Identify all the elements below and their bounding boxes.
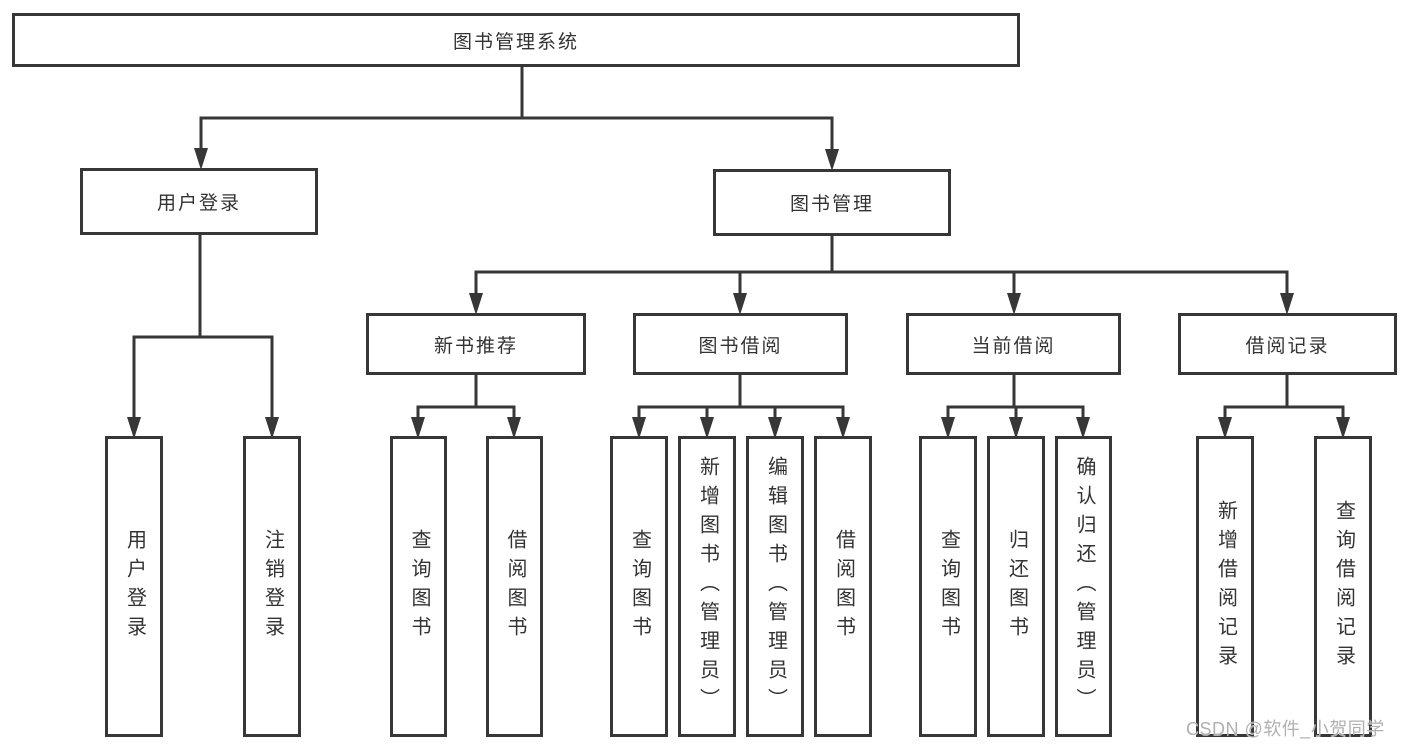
node-label: 用户登录	[156, 193, 241, 214]
leaf-label: 查询图书	[408, 528, 430, 645]
leaf-add-book-admin: 新增图书（管理员）	[678, 436, 736, 737]
node-label: 图书管理	[789, 194, 874, 215]
node-borrowing-records: 借阅记录	[1178, 313, 1397, 375]
node-book-borrowing: 图书借阅	[633, 313, 848, 375]
leaf-edit-book-admin: 编辑图书（管理员）	[746, 436, 804, 737]
leaf-label: 新增图书（管理员）	[696, 456, 719, 717]
leaf-label: 借阅图书	[832, 528, 855, 645]
node-user-login: 用户登录	[80, 168, 318, 235]
leaf-query-borrow-record: 查询借阅记录	[1314, 436, 1372, 737]
leaf-label: 确认归还（管理员）	[1073, 456, 1095, 717]
leaf-return-book: 归还图书	[987, 436, 1045, 737]
node-book-management: 图书管理	[713, 169, 951, 236]
leaf-label: 查询图书	[628, 528, 651, 645]
node-library-management-system: 图书管理系统	[12, 13, 1020, 67]
node-label: 新书推荐	[433, 335, 518, 357]
leaf-borrow-book-borrowing: 借阅图书	[814, 436, 872, 737]
node-label: 当前借阅	[971, 335, 1056, 357]
leaf-label: 新增借阅记录	[1214, 499, 1237, 674]
node-label: 图书管理系统	[452, 31, 579, 53]
leaf-query-book-borrowing: 查询图书	[610, 436, 668, 737]
leaf-label: 归还图书	[1005, 528, 1028, 645]
node-label: 借阅记录	[1245, 335, 1330, 357]
leaf-borrow-book-recommend: 借阅图书	[486, 436, 543, 737]
leaf-label: 注销登录	[261, 528, 284, 645]
leaf-label: 借阅图书	[504, 528, 526, 645]
leaf-label: 编辑图书（管理员）	[764, 456, 787, 717]
watermark: CSDN @软件_小贺同学	[1186, 719, 1385, 739]
node-label: 图书借阅	[698, 335, 783, 357]
leaf-query-book-recommend: 查询图书	[390, 436, 447, 737]
leaf-user-login: 用户登录	[105, 436, 163, 737]
leaf-label: 查询借阅记录	[1332, 499, 1355, 674]
leaf-label: 查询图书	[937, 528, 960, 645]
leaf-add-borrow-record: 新增借阅记录	[1196, 436, 1254, 737]
node-current-borrowing: 当前借阅	[906, 313, 1121, 375]
node-new-book-recommend: 新书推荐	[366, 313, 586, 375]
leaf-confirm-return-admin: 确认归还（管理员）	[1055, 436, 1112, 737]
leaf-logout: 注销登录	[243, 436, 301, 737]
arrowhead-icons	[127, 148, 1350, 439]
leaf-query-book-current: 查询图书	[919, 436, 977, 737]
leaf-label: 用户登录	[123, 528, 146, 645]
